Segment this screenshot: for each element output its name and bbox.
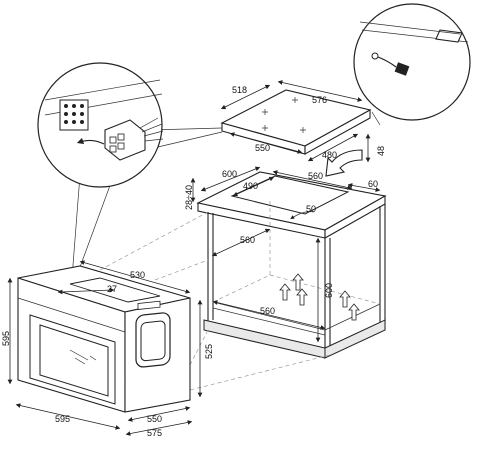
cabinet-clearance-label: 28÷40 <box>184 185 194 210</box>
oven: 530 27 595 525 595 550 575 <box>1 260 214 438</box>
cabinet-depth-label: 600 <box>222 169 237 179</box>
hob-depth-label: 518 <box>232 85 247 95</box>
hob-cutout-depth-label: 480 <box>322 150 337 160</box>
side-vent-icon <box>135 312 171 368</box>
cabinet-inner-width-label: 560 <box>260 306 275 316</box>
cabinet-cutout-depth-label: 490 <box>243 181 258 191</box>
oven-depth-label: 530 <box>130 270 145 280</box>
oven-body-height-label: 525 <box>204 344 214 359</box>
oven-total-depth-label: 575 <box>147 428 162 438</box>
connector-callout <box>37 62 223 279</box>
cabinet-cutout-width-label: 560 <box>308 171 323 181</box>
hob-width-label: 576 <box>312 95 327 105</box>
cabinet-radius-label: 50 <box>306 204 316 214</box>
cabinet: 28÷40 600 490 560 60 50 560 600 560 <box>184 166 387 359</box>
oven-panel-label: 27 <box>107 284 117 294</box>
insert-arrow-icon <box>325 149 363 177</box>
oven-height-label: 595 <box>1 331 11 346</box>
cabinet-height-label: 600 <box>324 283 334 298</box>
cabinet-gap-label: 60 <box>368 179 378 189</box>
hob: 518 576 550 480 48 <box>220 80 386 163</box>
oven-body-width-label: 550 <box>147 414 162 424</box>
cabinet-inner-depth-label: 560 <box>240 235 255 245</box>
airflow-arrow-icon <box>279 273 360 321</box>
cable-callout <box>353 3 471 126</box>
connector-block-icon <box>59 99 89 131</box>
oven-width-label: 595 <box>55 414 70 424</box>
hob-cutout-width-label: 550 <box>255 143 270 153</box>
plug-cable-icon <box>371 52 410 76</box>
hob-height-label: 48 <box>376 146 386 156</box>
plug-connector-icon <box>104 117 164 161</box>
